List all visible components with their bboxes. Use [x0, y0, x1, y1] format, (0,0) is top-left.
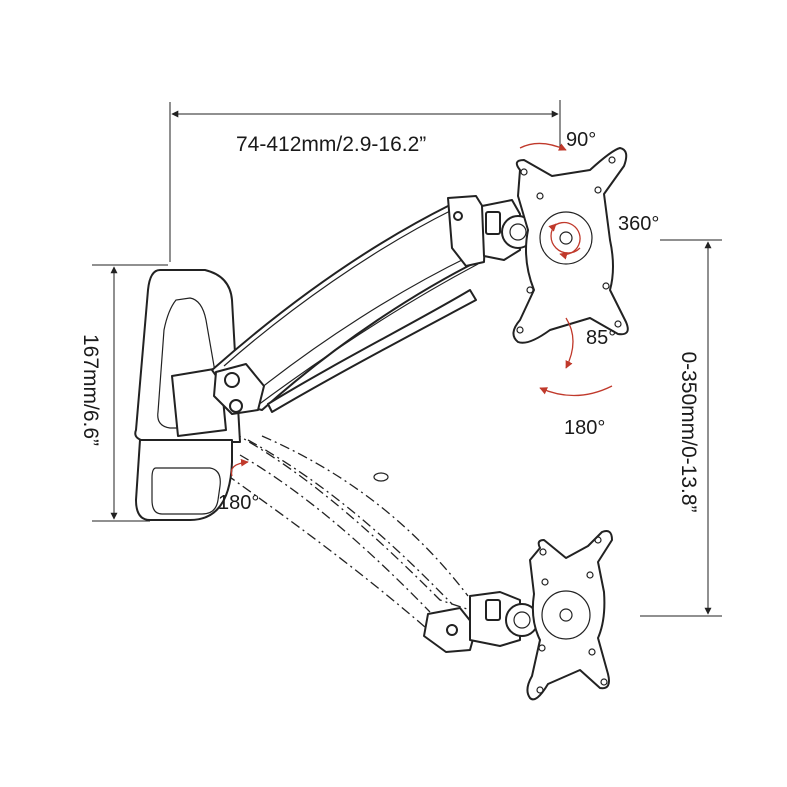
tilt-up-label: 90°: [566, 129, 596, 151]
upper-vesa-plate: [512, 147, 629, 344]
wall-bracket: [134, 269, 241, 521]
head-swivel-arc-icon: [539, 385, 613, 397]
wall-height-dimension: [92, 264, 168, 522]
reach-label: 74-412mm/2.9-16.2”: [236, 133, 426, 156]
vertical-range-dimension: [640, 239, 722, 617]
reach-dimension: [169, 100, 561, 262]
wall-swivel-label: 180°: [218, 492, 259, 514]
rotation-arrows: [230, 142, 613, 477]
rotation-arc-inner-icon: [548, 223, 581, 254]
rotation-arc-icon: [551, 221, 581, 260]
lower-vesa-plate: [526, 530, 613, 701]
head-swivel-label: 180°: [564, 417, 605, 439]
upper-arm: [211, 195, 535, 415]
rotation-label: 360°: [618, 213, 659, 235]
tilt-up-arc-icon: [519, 142, 567, 151]
wall-swivel-arc-icon: [230, 458, 249, 477]
lower-arm-dashed: [219, 431, 539, 653]
tilt-arc-icon: [565, 317, 574, 369]
tilt-label: 85°: [586, 327, 616, 349]
wall-height-label: 167mm/6.6”: [79, 334, 102, 446]
vertical-range-label: 0-350mm/0-13.8”: [677, 351, 700, 512]
